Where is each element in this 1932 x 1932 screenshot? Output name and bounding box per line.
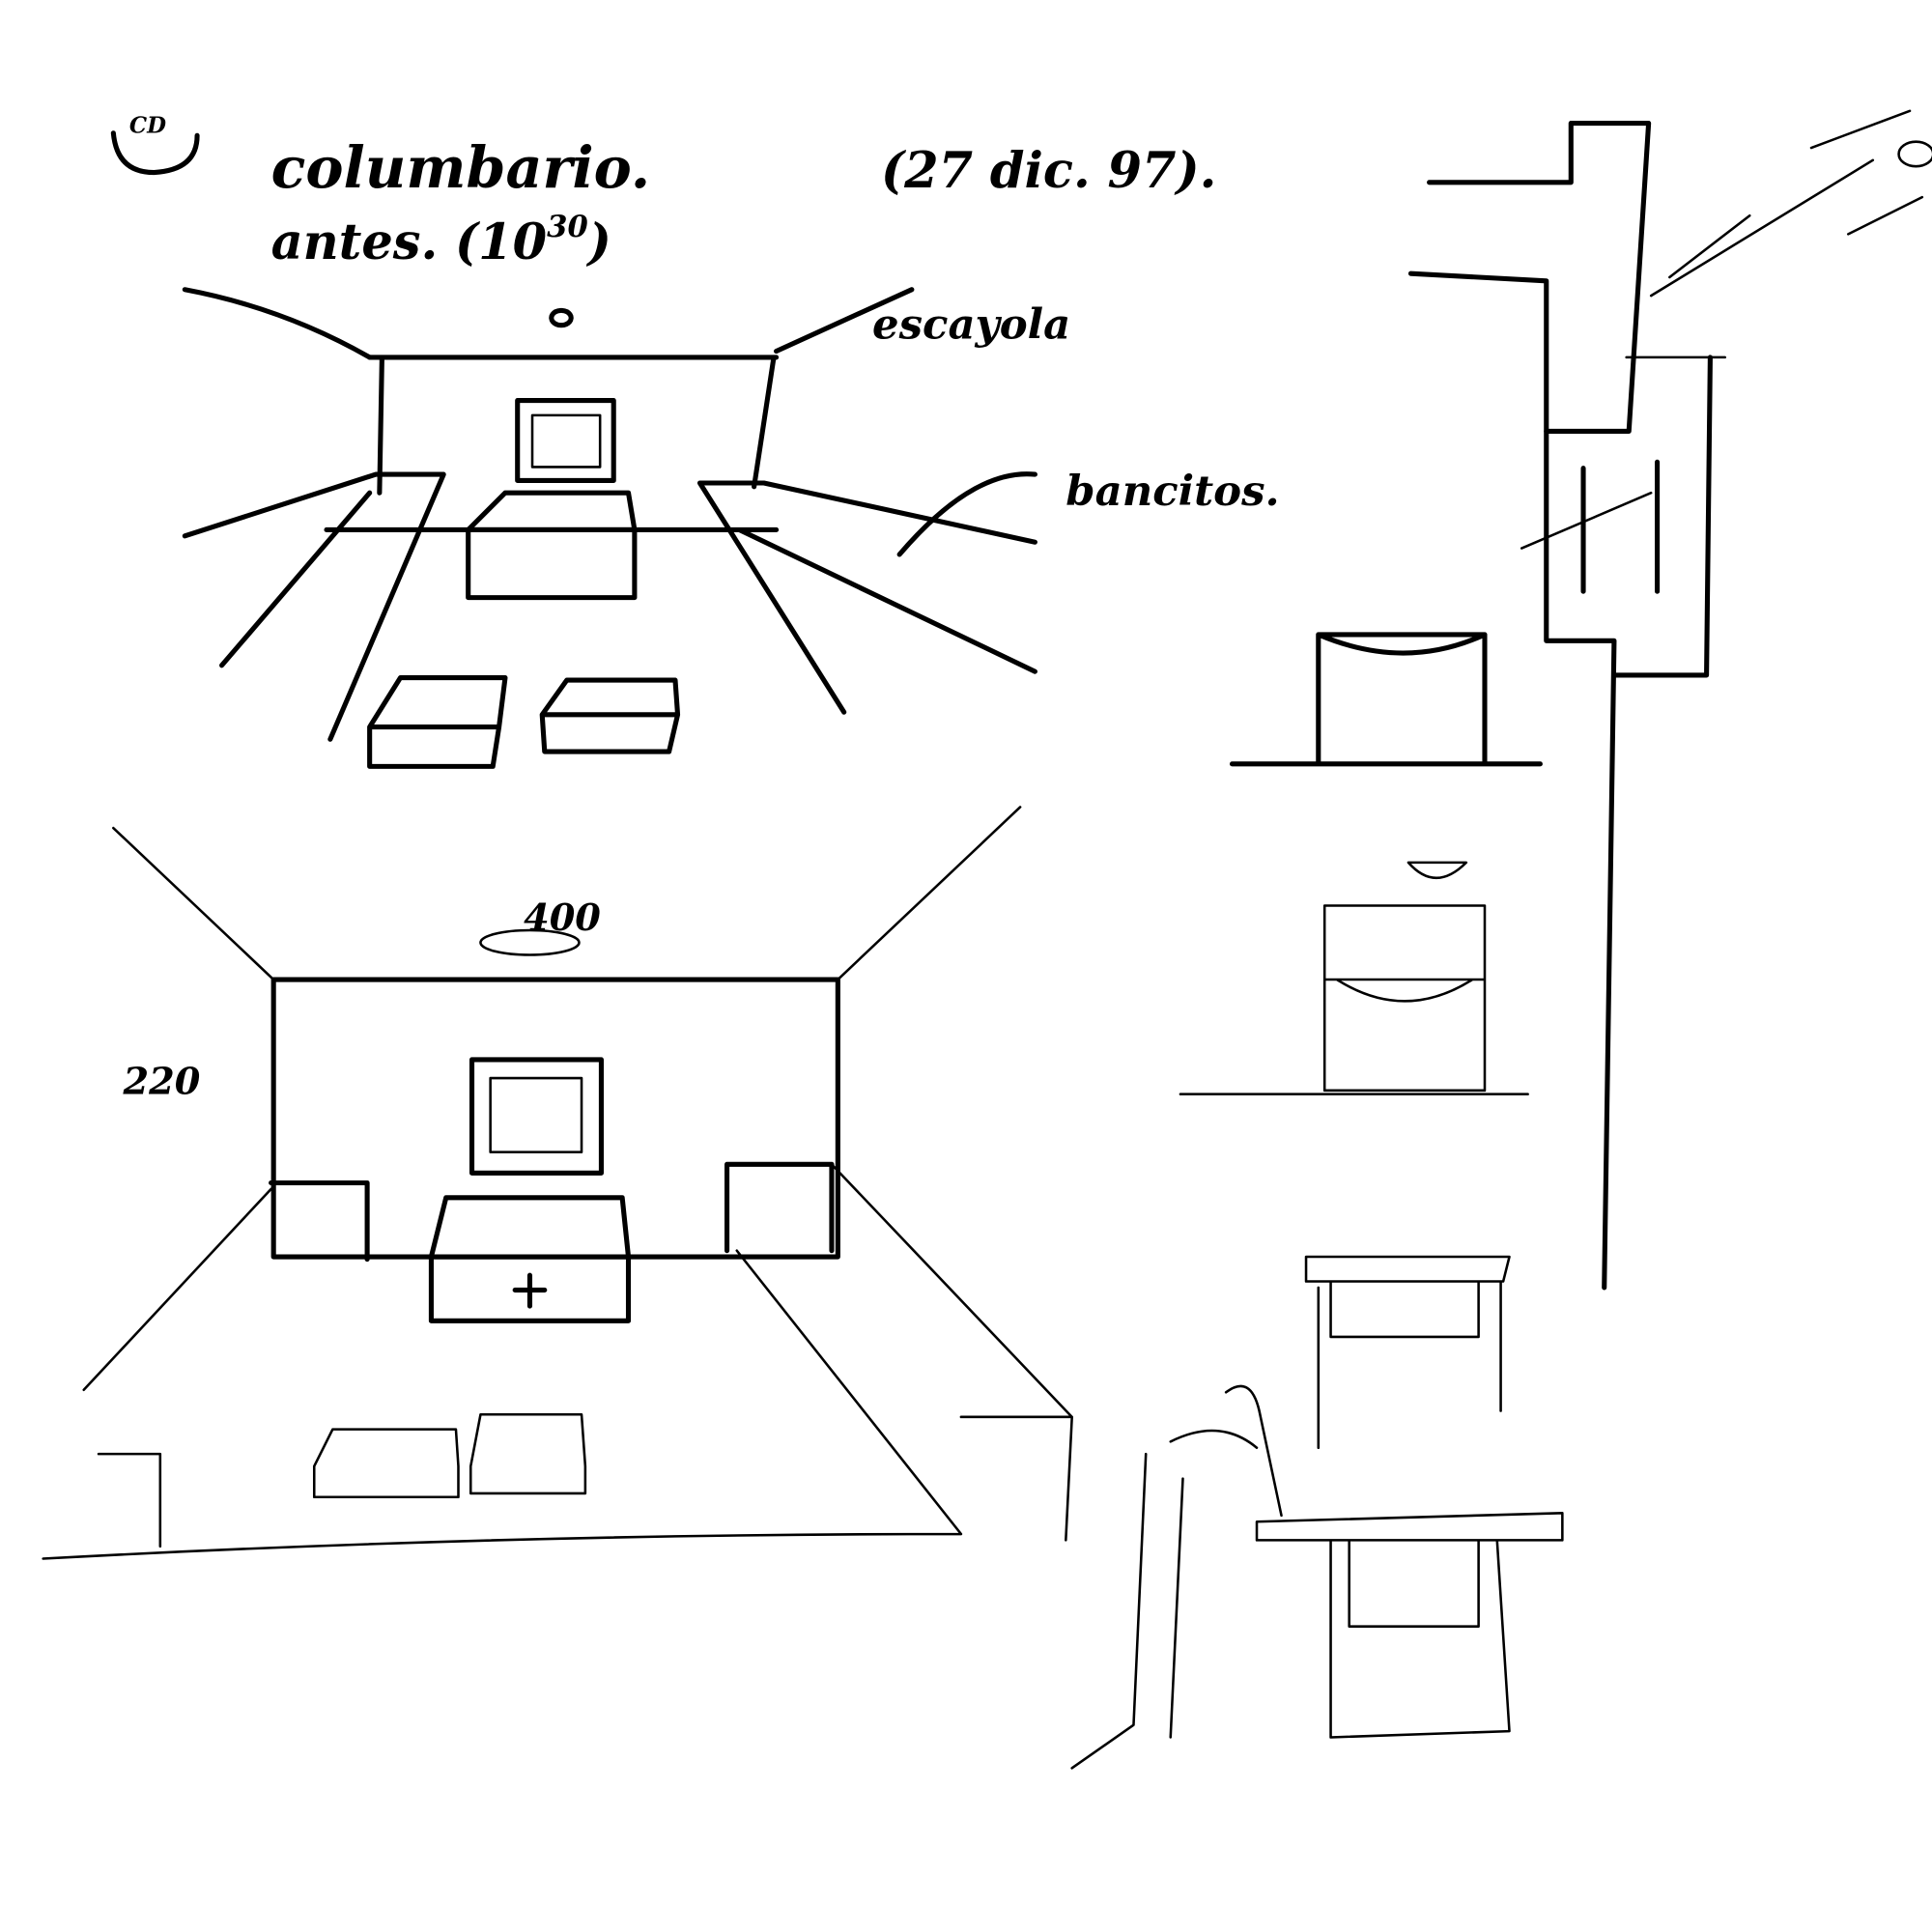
circle-mark-text: CD bbox=[129, 113, 166, 139]
dimension-400: 400 bbox=[524, 896, 601, 940]
perspective-sketch-bottom: 400 220 bbox=[42, 806, 1073, 1560]
header-annotations: CD columbario. (27 dic. 97). antes. (103… bbox=[110, 113, 1280, 516]
label-bancitos: bancitos. bbox=[1065, 467, 1279, 516]
sketch-subtitle: antes. (1030) bbox=[271, 210, 611, 271]
section-sketch-right bbox=[1070, 109, 1932, 1770]
label-escayola: escayola bbox=[872, 300, 1070, 350]
sun-icon bbox=[1897, 140, 1932, 168]
circle-mark-icon bbox=[110, 130, 200, 176]
dimension-220: 220 bbox=[123, 1061, 201, 1104]
sketch-date: (27 dic. 97). bbox=[881, 142, 1216, 200]
sketch-title: columbario. bbox=[271, 134, 651, 201]
perspective-sketch-top bbox=[182, 287, 1037, 769]
